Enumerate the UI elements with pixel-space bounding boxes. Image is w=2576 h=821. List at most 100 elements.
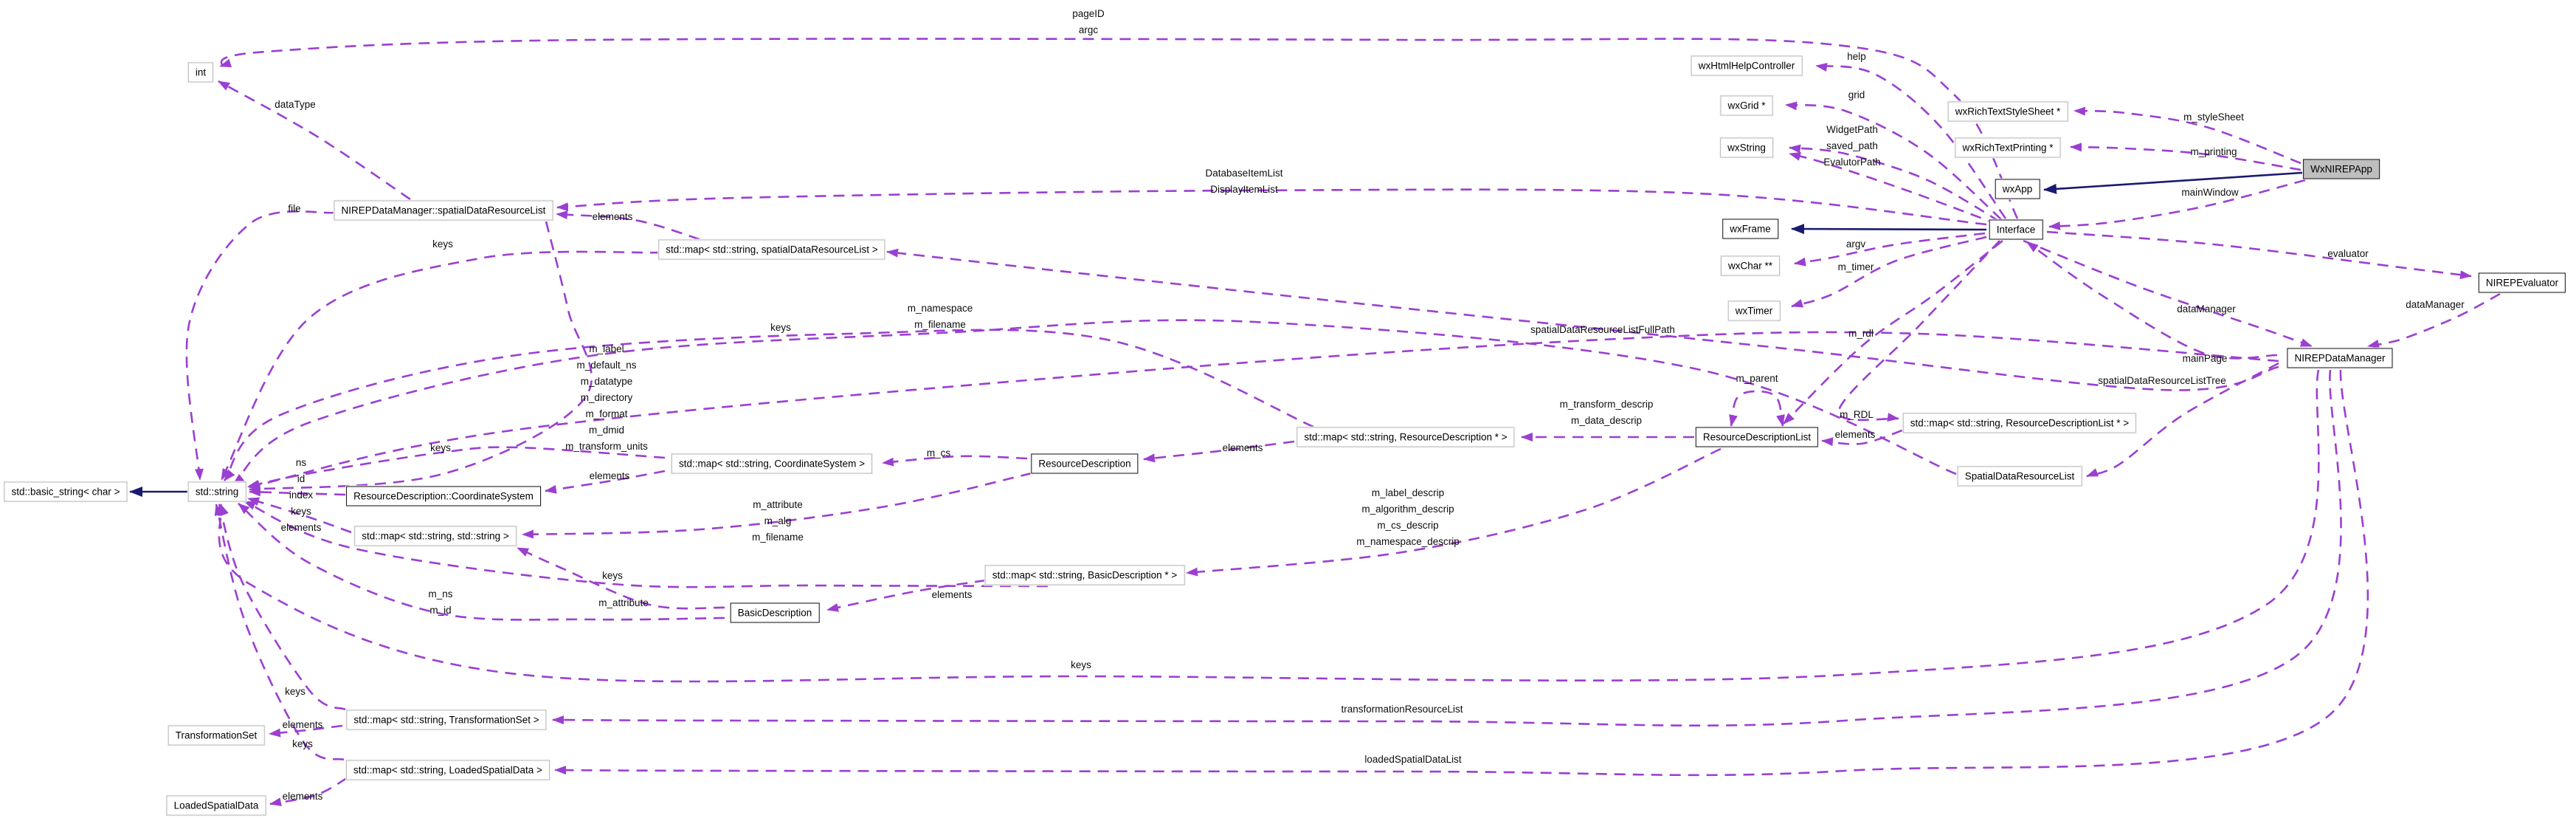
edge-label-keys-datamanager: keys	[1071, 657, 1091, 673]
edge-label-line: DatabaseItemList	[1205, 168, 1283, 179]
edge-map-sdrl-string	[220, 250, 662, 481]
node-basic-string: std::basic_string< char >	[4, 481, 128, 502]
edge-label-line: keys	[430, 442, 451, 453]
edge-label-line: m_label_descrip	[1371, 487, 1445, 498]
edge-label-line: m_data_descrip	[1570, 415, 1643, 426]
edge-interface-int	[219, 38, 2019, 219]
edge-label-line: m_attribute	[598, 597, 649, 608]
edge-label-grid: grid	[1848, 87, 1865, 103]
edge-label-line: elements	[1834, 429, 1876, 440]
edge-nirep-datamanager-string	[218, 369, 2320, 683]
edge-label-m-parent: m_parent	[1736, 371, 1778, 387]
edge-label-line: keys	[292, 738, 313, 749]
edge-ndm-sdrl-string	[185, 210, 336, 481]
edge-label-line: argc	[1078, 24, 1099, 35]
node-nirep-evaluator[interactable]: NIREPEvaluator	[2478, 272, 2566, 293]
node-int: int	[187, 62, 214, 83]
edge-label-line: elements	[280, 522, 322, 533]
edge-label-mainwindow: mainWindow	[2181, 185, 2238, 201]
node-wx-app[interactable]: wxApp	[1995, 179, 2040, 199]
edge-interface-wx-grid	[1785, 101, 2002, 220]
edge-label-line: mainWindow	[2181, 187, 2239, 198]
edge-label-evaluator: evaluator	[2327, 246, 2369, 262]
edge-label-elements-map-rdl: elements	[1835, 427, 1876, 443]
edge-rd-map-ss	[522, 472, 1032, 539]
edge-label-m-cs: m_cs	[927, 445, 950, 461]
edge-label-line: elements	[1222, 442, 1263, 453]
edge-rd-cs-string	[249, 487, 346, 497]
edge-label-elements-map-cs: elements	[590, 468, 630, 484]
edge-label-line: dataManager	[2406, 299, 2465, 310]
node-wx-char: wxChar **	[1720, 255, 1781, 276]
edge-label-line: elements	[931, 589, 973, 600]
node-wxnirepapp[interactable]: WxNIREPApp	[2303, 159, 2380, 179]
edge-map-ts-ts	[269, 724, 343, 738]
edge-label-line: m_format	[585, 408, 628, 419]
node-rd-cs[interactable]: ResourceDescription::CoordinateSystem	[346, 486, 541, 506]
node-wx-timer: wxTimer	[1727, 300, 1781, 321]
edge-label-transform-data-descrip: m_transform_descrip m_data_descrip	[1560, 396, 1654, 429]
node-map-ts: std::map< std::string, TransformationSet…	[346, 710, 547, 730]
edge-label-line: pageID	[1072, 8, 1105, 19]
edge-wxnirepapp-wx-app	[2043, 171, 2303, 194]
edge-label-keys-map-cs: keys	[430, 440, 451, 456]
edge-label-line: m_transform_units	[565, 441, 648, 452]
edge-label-line: m_attribute	[753, 499, 803, 510]
edge-label-line: m_parent	[1736, 373, 1778, 384]
edge-label-spatial-list-tree: spatialDataResourceListTree	[2098, 373, 2226, 389]
node-map-rd: std::map< std::string, ResourceDescripti…	[1296, 427, 1515, 447]
edge-label-line: m_styleSheet	[2183, 111, 2244, 123]
edge-label-transformation-resource-list: transformationResourceList	[1341, 701, 1463, 718]
edge-interface-wx-timer	[1791, 236, 1987, 308]
node-string: std::string	[187, 481, 246, 502]
edge-rdl-rdl	[1729, 390, 1785, 427]
edge-label-spatial-full-path: spatialDataResourceListFullPath	[1530, 322, 1675, 338]
edge-label-line: elements	[282, 791, 323, 802]
edge-rdl-map-bd	[1186, 447, 1722, 577]
edge-label-pageid-argc: pageID argc	[1072, 6, 1105, 38]
node-bd[interactable]: BasicDescription	[730, 602, 820, 623]
edge-interface-nirep-evaluator	[2046, 230, 2472, 280]
edge-label-line: evaluator	[2327, 248, 2369, 259]
node-sdrl-class: SpatialDataResourceList	[1957, 466, 2082, 487]
edge-label-keys-map-ts: keys	[285, 684, 305, 700]
node-interface[interactable]: Interface	[1989, 219, 2043, 240]
edge-label-line: keys	[770, 322, 791, 333]
edge-interface-wx-string	[1789, 144, 2000, 223]
node-nirep-datamanager[interactable]: NIREPDataManager	[2287, 348, 2393, 368]
edge-label-m-printing: m_printing	[2190, 144, 2237, 160]
edge-label-keys-map-bd: keys	[602, 568, 623, 584]
edge-label-elements-map-lsd: elements	[283, 789, 323, 805]
node-rdl[interactable]: ResourceDescriptionList	[1695, 427, 1819, 447]
edge-label-m-attribute-bd: m_attribute	[598, 595, 649, 611]
edge-label-m-rdl: m_rdl	[1848, 326, 1874, 342]
edge-label-datamanager-evaluator: dataManager	[2406, 297, 2465, 313]
edge-label-elements-map-rd: elements	[1223, 440, 1263, 456]
edge-label-line: m_transform_descrip	[1559, 399, 1654, 410]
edge-label-loaded-spatial-data-list: loadedSpatialDataList	[1364, 752, 1461, 768]
edge-map-bd-string	[244, 500, 1049, 588]
edge-bd-map-ss	[517, 546, 725, 610]
edge-wxnirepapp-rtss	[2073, 106, 2302, 165]
edge-nirep-datamanager-map-ts	[552, 369, 2342, 727]
edge-label-m-timer: m_timer	[1838, 259, 1874, 275]
node-wx-string: wxString	[1720, 137, 1773, 158]
edge-nirep-datamanager-map-lsd	[554, 369, 2369, 777]
node-rtp: wxRichTextPrinting *	[1955, 137, 2061, 158]
node-map-sdrl: std::map< std::string, spatialDataResour…	[658, 239, 885, 260]
edge-label-line: WidgetPath	[1826, 124, 1878, 135]
edge-nirep-datamanager-sdrl-class	[2086, 362, 2279, 478]
edge-label-line: m_filename	[752, 532, 804, 543]
node-ndm-sdrl: NIREPDataManager::spatialDataResourceLis…	[334, 200, 553, 221]
node-rd[interactable]: ResourceDescription	[1031, 453, 1139, 474]
edge-label-line: file	[288, 203, 301, 214]
node-wx-frame[interactable]: wxFrame	[1722, 219, 1778, 239]
edge-label-keys-map-sdrl: keys	[432, 236, 453, 253]
edge-label-line: m_id	[429, 605, 452, 616]
